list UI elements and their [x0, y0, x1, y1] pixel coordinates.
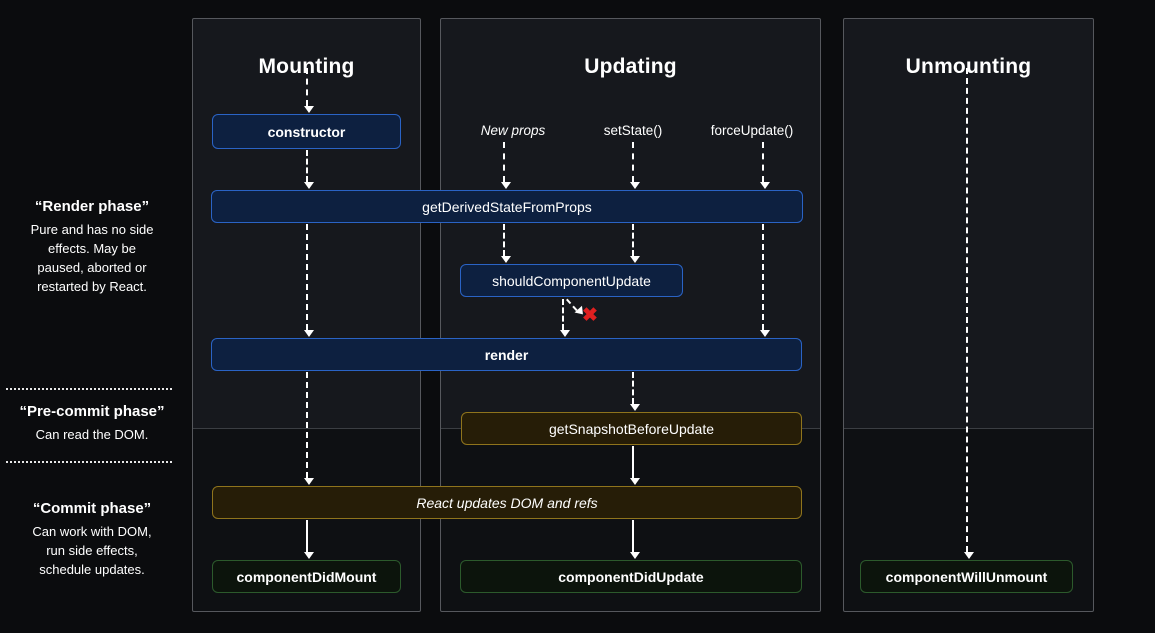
update-blocked-x-icon: ✖ [582, 305, 598, 326]
arrow-new-props-to-gdsfp [501, 142, 511, 189]
mounting-title: Mounting [258, 55, 355, 78]
arrow-gdsfp-to-render-mounting [304, 224, 314, 337]
render-phase-note: “Render phase” Pure and has no side effe… [8, 198, 176, 296]
pre-commit-phase-title: “Pre-commit phase” [19, 403, 165, 420]
method-render[interactable]: render [211, 338, 802, 371]
arrow-gsbu-to-dom-update [630, 446, 640, 485]
arrow-gdsfp-to-scu-left [501, 224, 511, 263]
arrow-force-update-to-render [760, 224, 770, 337]
trigger-set-state[interactable]: setState() [603, 123, 663, 138]
method-component-will-unmount[interactable]: componentWillUnmount [860, 560, 1073, 593]
phase-separator-bottom [6, 461, 172, 463]
phase-separator-top [6, 388, 172, 390]
pre-commit-phase-description: Can read the DOM. [35, 427, 149, 442]
arrow-set-state-to-gdsfp [630, 142, 640, 189]
render-phase-title: “Render phase” [34, 198, 150, 215]
render-phase-description: Pure and has no side effects. May be pau… [30, 222, 154, 294]
method-constructor[interactable]: constructor [212, 114, 401, 149]
method-get-derived-state-from-props[interactable]: getDerivedStateFromProps [211, 190, 803, 223]
arrow-dom-update-to-did-update [630, 520, 640, 559]
updating-title: Updating [584, 55, 677, 78]
panel-unmounting: Unmounting [843, 18, 1094, 612]
method-component-did-mount[interactable]: componentDidMount [212, 560, 401, 593]
arrow-render-to-gsbu [630, 372, 640, 411]
unmounting-title: Unmounting [905, 55, 1032, 78]
trigger-force-update[interactable]: forceUpdate() [710, 123, 794, 138]
arrow-render-to-dom-update-mounting [304, 372, 314, 485]
arrow-force-update-to-gdsfp [760, 142, 770, 189]
pre-commit-phase-note: “Pre-commit phase” Can read the DOM. [8, 403, 176, 445]
method-should-component-update[interactable]: shouldComponentUpdate [460, 264, 683, 297]
arrow-mounting-start [304, 68, 314, 113]
arrow-gdsfp-to-scu-right [630, 224, 640, 263]
commit-phase-note: “Commit phase” Can work with DOM, run si… [8, 500, 176, 580]
arrow-unmounting-to-will-unmount [964, 68, 974, 559]
commit-phase-title: “Commit phase” [32, 500, 152, 517]
trigger-new-props: New props [480, 123, 546, 138]
method-get-snapshot-before-update[interactable]: getSnapshotBeforeUpdate [461, 412, 802, 445]
react-updates-dom-box: React updates DOM and refs [212, 486, 802, 519]
arrow-constructor-to-gdsfp [304, 150, 314, 189]
method-component-did-update[interactable]: componentDidUpdate [460, 560, 802, 593]
commit-phase-description: Can work with DOM, run side effects, sch… [32, 524, 152, 577]
arrow-dom-update-to-did-mount [304, 520, 314, 559]
arrow-scu-to-render [560, 299, 570, 337]
